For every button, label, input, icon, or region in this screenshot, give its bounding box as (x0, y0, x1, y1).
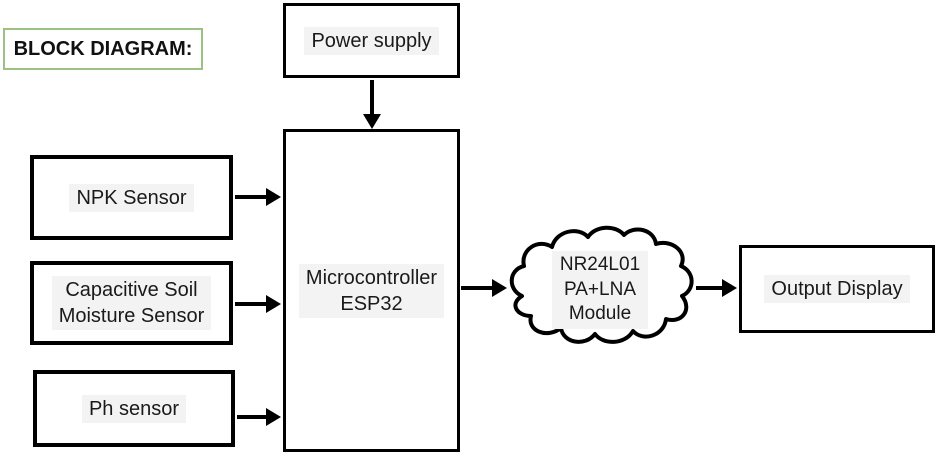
arrow-ph-to-microcontroller (237, 408, 281, 426)
arrow-power-to-microcontroller (363, 80, 381, 129)
node-npk-sensor-label: NPK Sensor (69, 183, 194, 212)
node-capacitive-soil-moisture-sensor: Capacitive Soil Moisture Sensor (30, 261, 233, 345)
node-output-display: Output Display (739, 245, 935, 333)
node-wireless-module: NR24L01 PA+LNA Module (500, 222, 700, 358)
arrow-npk-to-microcontroller (235, 188, 281, 206)
arrow-capacitive-to-microcontroller (235, 295, 281, 313)
node-npk-sensor: NPK Sensor (30, 155, 233, 240)
node-power-supply: Power supply (283, 3, 460, 78)
diagram-title-box: BLOCK DIAGRAM: (3, 28, 203, 70)
diagram-title: BLOCK DIAGRAM: (13, 37, 193, 60)
arrow-module-to-output (696, 279, 737, 297)
node-ph-sensor: Ph sensor (33, 370, 235, 447)
node-ph-sensor-label: Ph sensor (81, 394, 187, 423)
node-capacitive-label: Capacitive Soil Moisture Sensor (51, 276, 212, 330)
node-microcontroller-label: Microcontroller ESP32 (298, 263, 445, 318)
node-output-display-label: Output Display (764, 275, 910, 303)
node-microcontroller-esp32: Microcontroller ESP32 (283, 129, 460, 452)
node-power-supply-label: Power supply (304, 26, 439, 55)
node-wireless-module-label: NR24L01 PA+LNA Module (500, 222, 700, 358)
